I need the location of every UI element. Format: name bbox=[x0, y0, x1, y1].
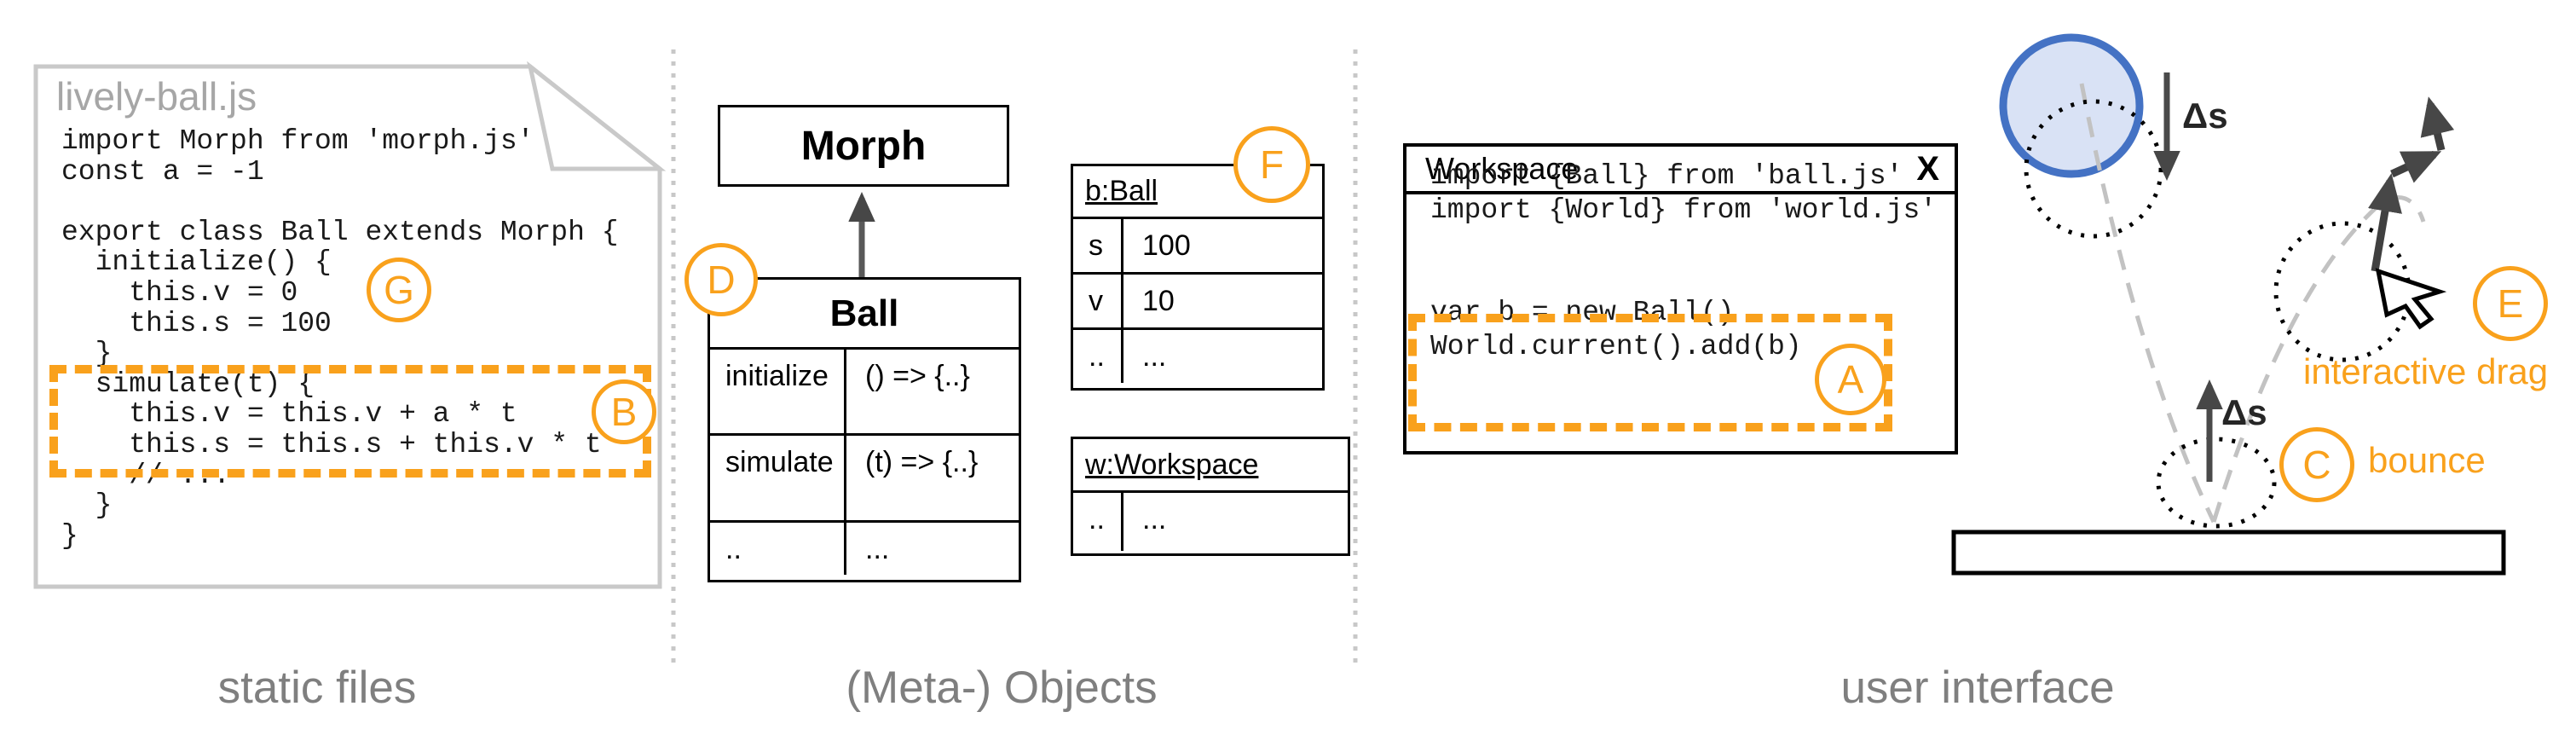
code-line: this.s = 100 bbox=[61, 307, 332, 339]
workspace-code-line: import {World} from 'world.js' bbox=[1430, 194, 1938, 226]
code-line: } bbox=[61, 489, 113, 522]
slot-value: ... bbox=[1142, 503, 1167, 535]
method-name: .. bbox=[710, 523, 846, 575]
table-row: v 10 bbox=[1073, 275, 1322, 330]
code-line: const a = -1 bbox=[61, 155, 264, 188]
file-folded-corner-icon bbox=[527, 61, 667, 171]
morph-class-box: Morph bbox=[718, 105, 1009, 187]
workspace-titlebar: Workspace X bbox=[1406, 147, 1955, 194]
file-code: import Morph from 'morph.js' const a = -… bbox=[61, 126, 619, 551]
code-line: export class Ball extends Morph { bbox=[61, 216, 619, 248]
slot-name: .. bbox=[1073, 330, 1123, 383]
slot-value: 10 bbox=[1142, 285, 1175, 317]
trajectory-bounce-path bbox=[2211, 195, 2426, 523]
method-name: initialize bbox=[710, 350, 846, 433]
method-value: ... bbox=[865, 533, 890, 565]
label-badge-a: A bbox=[1815, 344, 1886, 415]
caption-user-interface: user interface bbox=[1840, 663, 2115, 713]
close-button[interactable]: X bbox=[1916, 149, 1939, 188]
object-title: b:Ball bbox=[1073, 166, 1322, 219]
delta-s-up-label: Δs bbox=[2221, 392, 2267, 432]
slot-name: s bbox=[1073, 219, 1123, 272]
code-line: this.v = this.v + a * t bbox=[61, 398, 517, 431]
table-row: .. ... bbox=[710, 523, 1019, 575]
method-name: simulate bbox=[710, 436, 846, 520]
label-badge-f: F bbox=[1233, 126, 1310, 203]
trajectory-fall-path bbox=[2079, 83, 2216, 524]
code-line: initialize() { bbox=[61, 246, 332, 279]
caption-meta-objects: (Meta-) Objects bbox=[846, 663, 1158, 713]
label-badge-g: G bbox=[367, 258, 431, 322]
w-workspace-object-table: w:Workspace .. ... bbox=[1071, 437, 1350, 556]
highlight-workspace-snippet bbox=[1408, 314, 1892, 431]
delta-s-down-label: Δs bbox=[2182, 96, 2228, 136]
table-row: .. ... bbox=[1073, 330, 1322, 383]
drag-arrow-2 bbox=[2390, 150, 2442, 183]
code-line: this.v = 0 bbox=[61, 276, 298, 309]
ball-class-table: Ball initialize () => {..} simulate (t) … bbox=[708, 277, 1021, 582]
code-line: } bbox=[61, 519, 78, 552]
label-badge-c: C bbox=[2279, 427, 2354, 502]
code-line: import Morph from 'morph.js' bbox=[61, 125, 534, 157]
method-value: (t) => {..} bbox=[865, 446, 979, 478]
table-row: simulate (t) => {..} bbox=[710, 436, 1019, 523]
workspace-window: Workspace X import {Ball} from 'ball.js'… bbox=[1403, 143, 1958, 454]
mouse-cursor-icon bbox=[2375, 268, 2447, 330]
object-title: w:Workspace bbox=[1073, 439, 1348, 493]
object-title-text: b:Ball bbox=[1085, 175, 1158, 207]
label-badge-e: E bbox=[2473, 266, 2548, 341]
bounce-label: bounce bbox=[2368, 440, 2486, 480]
file-name: lively-ball.js bbox=[56, 74, 257, 119]
method-value: () => {..} bbox=[865, 360, 970, 392]
slot-value: 100 bbox=[1142, 229, 1191, 262]
code-line bbox=[61, 187, 619, 217]
highlight-simulate-method bbox=[49, 365, 651, 478]
ball-shape bbox=[1999, 33, 2144, 178]
object-title-text: w:Workspace bbox=[1085, 448, 1259, 481]
workspace-code-line: World.current().add(b) bbox=[1430, 331, 1802, 362]
slot-name: v bbox=[1073, 275, 1123, 327]
b-ball-object-table: b:Ball s 100 v 10 .. ... bbox=[1071, 164, 1325, 391]
caption-static-files: static files bbox=[217, 663, 417, 713]
drag-arrow-1 bbox=[2368, 173, 2402, 272]
ball-class-title: Ball bbox=[710, 280, 1019, 350]
file-document-shape bbox=[33, 64, 662, 589]
code-line: this.s = this.s + this.v * t bbox=[61, 428, 602, 460]
table-row: .. ... bbox=[1073, 493, 1348, 551]
table-row: s 100 bbox=[1073, 219, 1322, 275]
label-badge-b: B bbox=[592, 379, 656, 444]
slot-name: .. bbox=[1073, 493, 1123, 551]
code-line: simulate(t) { bbox=[61, 368, 315, 400]
drag-arrow-3 bbox=[2420, 96, 2455, 152]
window-title: Workspace bbox=[1425, 151, 1579, 186]
table-row: initialize () => {..} bbox=[710, 350, 1019, 436]
interactive-drag-label: interactive drag bbox=[2303, 351, 2549, 391]
ghost-ball-bounce bbox=[2156, 437, 2277, 529]
ground-shape bbox=[1951, 530, 2506, 576]
slot-value: ... bbox=[1142, 340, 1167, 373]
workspace-code-line: import {Ball} from 'ball.js' bbox=[1430, 160, 1903, 192]
code-line: } bbox=[61, 338, 113, 370]
label-badge-d: D bbox=[684, 243, 758, 316]
